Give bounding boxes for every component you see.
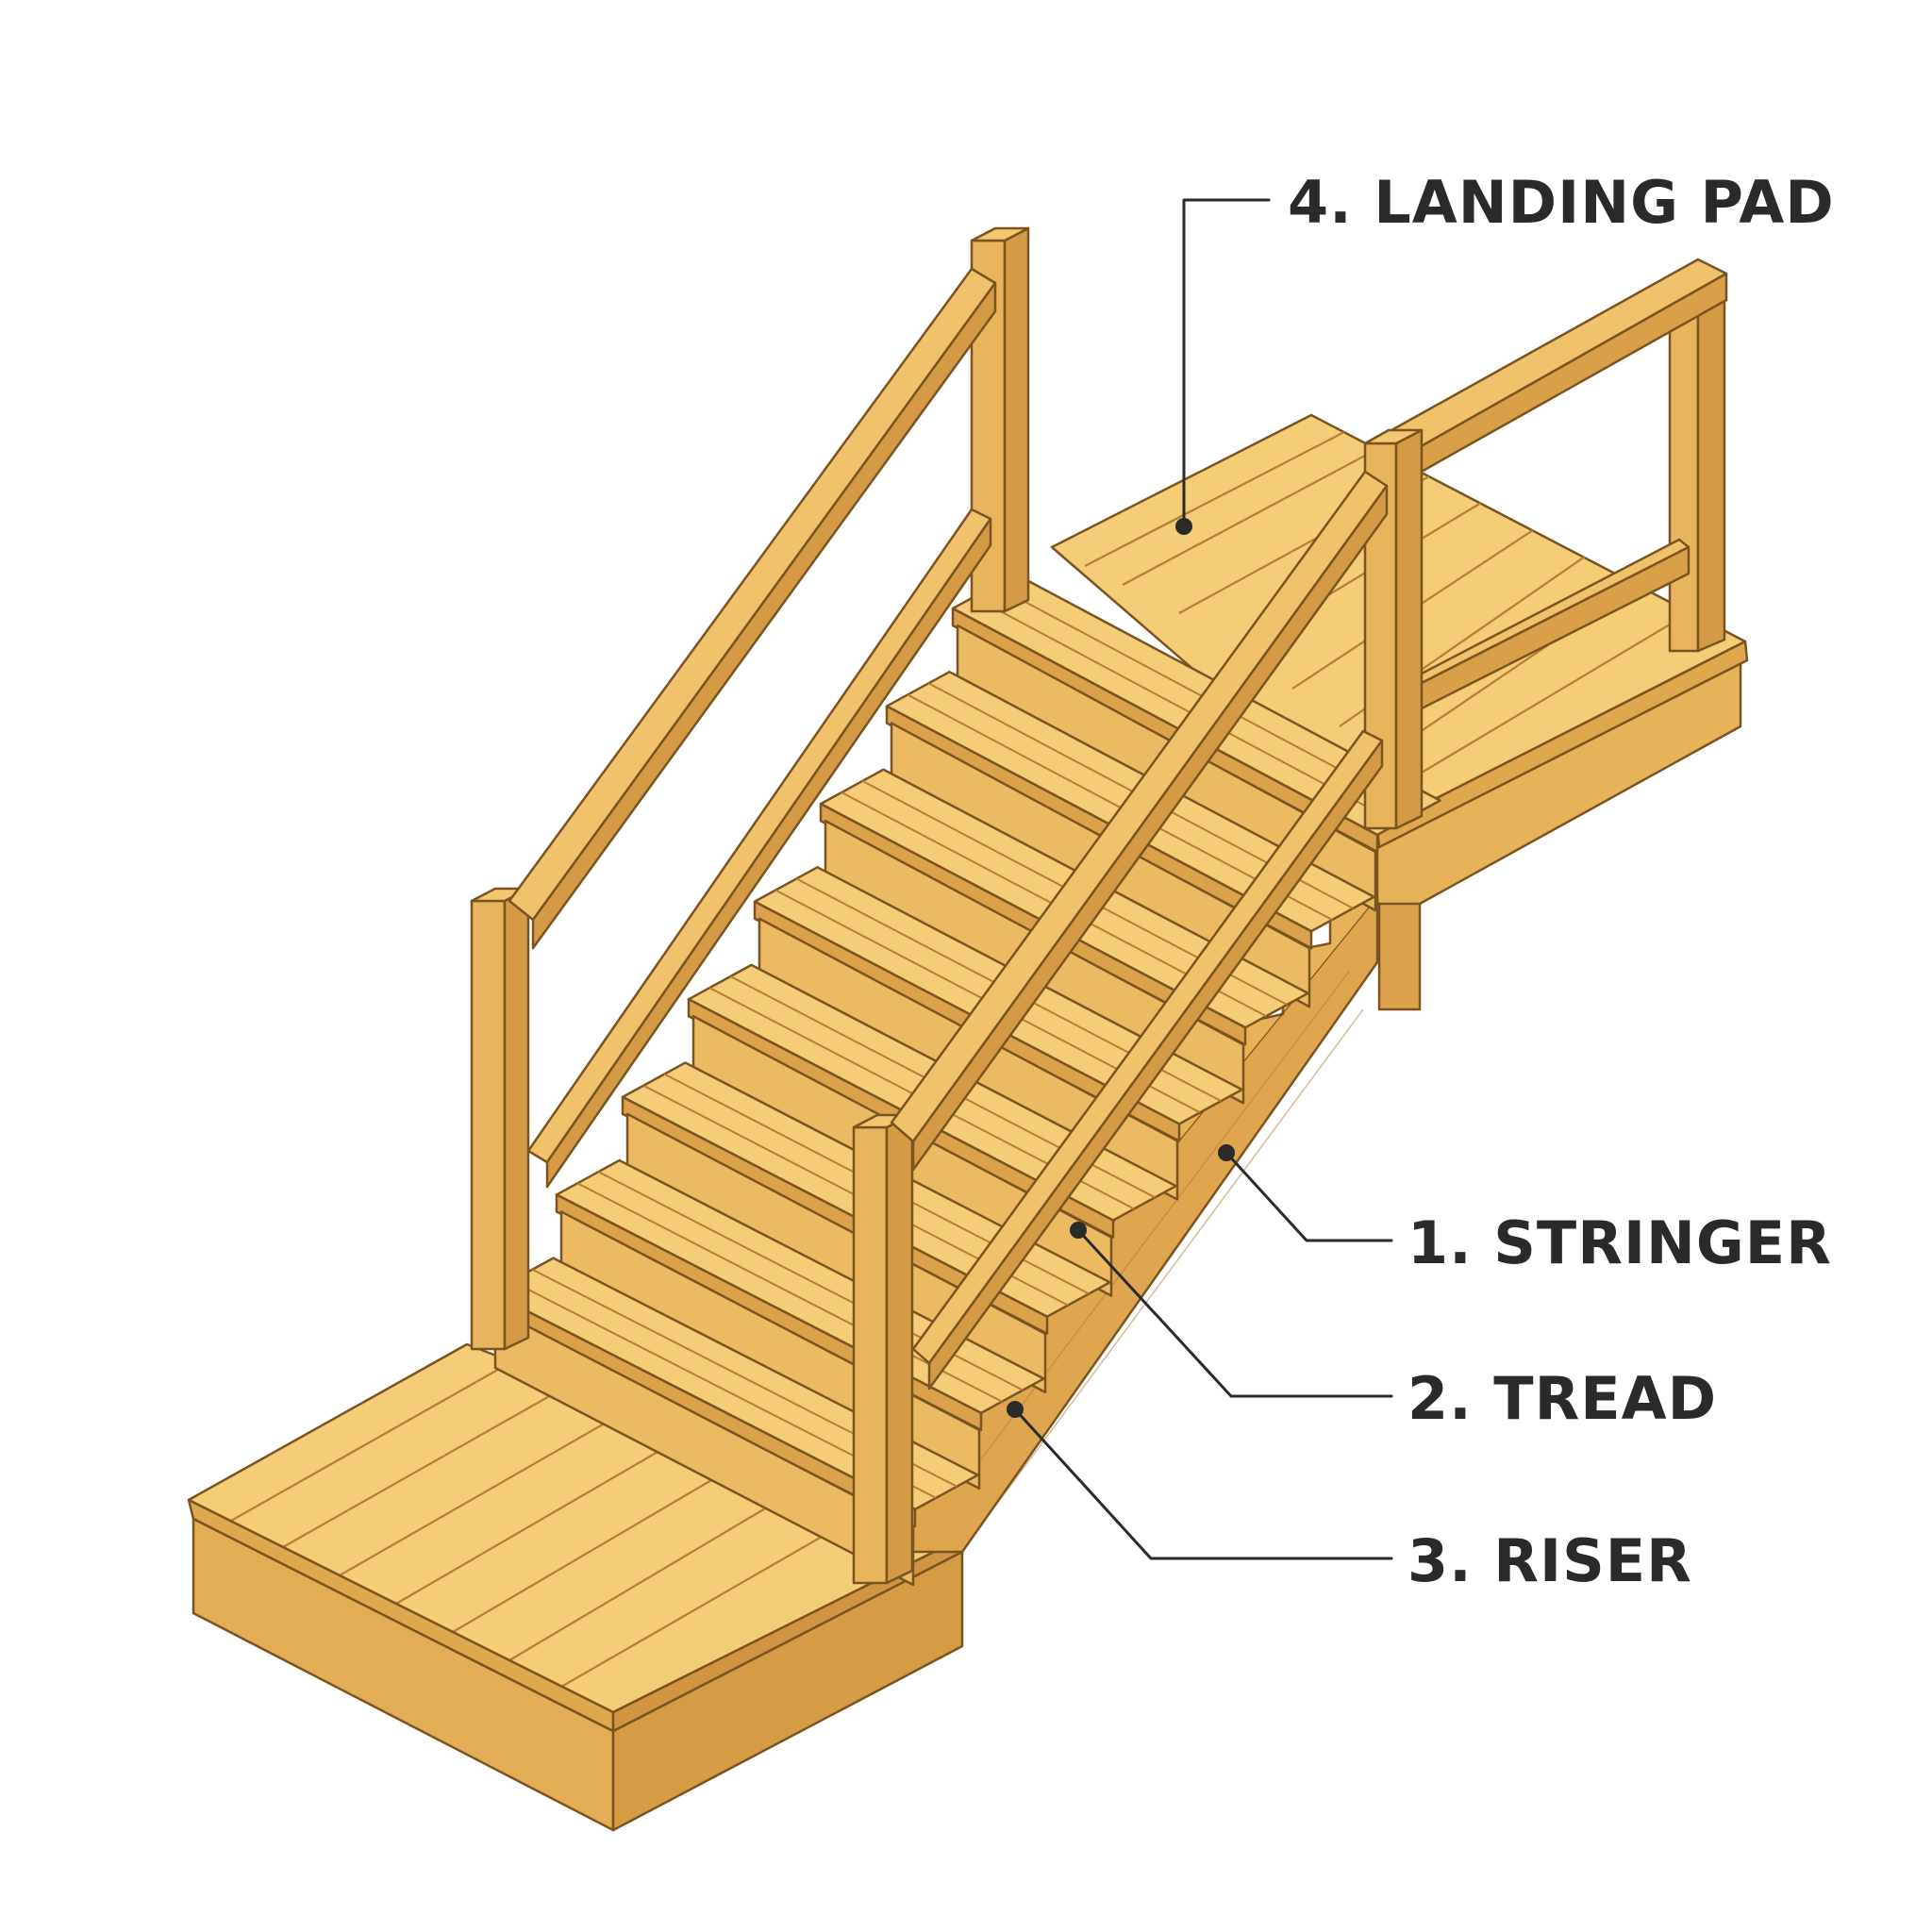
stringer-leader-line [1226,1153,1391,1241]
landing-far-post-front [1670,302,1698,651]
right-top-post-side [1396,430,1422,828]
riser-label: 3. RISER [1407,1526,1692,1595]
left-bottom-post-front [472,901,505,1349]
left-bottom-post-side [505,889,528,1349]
landing-label: 4. LANDING PAD [1288,168,1835,237]
riser-leader-line [1015,1409,1391,1558]
landing-support-post [1379,896,1420,1009]
stringer-label: 1. STRINGER [1407,1208,1832,1277]
landing-far-post-side [1698,288,1724,651]
riser-marker-dot [1007,1401,1024,1418]
tread-marker-dot [1070,1222,1087,1239]
left-top-post-side [1005,228,1028,611]
right-bottom-post-front [854,1127,887,1583]
right-bottom-post-side [887,1115,912,1583]
stringer-marker-dot [1218,1144,1235,1161]
tread-label: 2. TREAD [1407,1364,1717,1433]
landing-marker-dot [1175,518,1192,535]
